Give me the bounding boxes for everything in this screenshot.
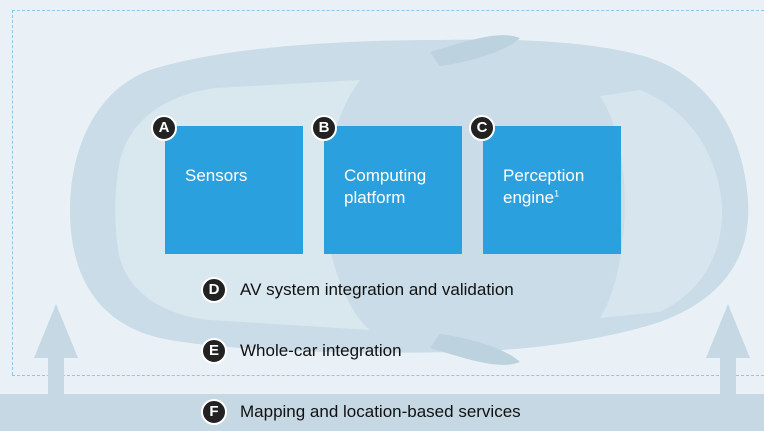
computing-label-line2: platform: [344, 188, 406, 207]
badge-e: E: [201, 338, 227, 364]
computing-label-line1: Computing: [344, 166, 427, 185]
perception-label-line1: Perception: [503, 166, 585, 185]
right-up-arrow: [706, 304, 750, 396]
badge-d: D: [201, 277, 227, 303]
dashed-frame-top: [12, 10, 764, 11]
dashed-frame-left: [12, 10, 13, 375]
dashed-frame-bottom: [12, 375, 764, 376]
badge-a: A: [151, 115, 177, 141]
perception-engine-module: Perception engine1: [483, 126, 621, 254]
perception-label-line2: engine: [503, 188, 555, 207]
whole-car-integration-label: Whole-car integration: [240, 341, 402, 360]
badge-c: C: [469, 115, 495, 141]
badge-f: F: [201, 399, 227, 425]
mapping-services-label: Mapping and location-based services: [240, 402, 521, 421]
badge-b: B: [311, 115, 337, 141]
sensors-module: Sensors: [165, 126, 303, 254]
footnote-marker: 1: [554, 188, 560, 199]
mapping-band: [0, 394, 764, 431]
av-system-integration-label: AV system integration and validation: [240, 280, 514, 299]
computing-platform-module: Computing platform: [324, 126, 462, 254]
left-up-arrow: [34, 304, 78, 396]
sensors-label: Sensors: [185, 166, 248, 185]
